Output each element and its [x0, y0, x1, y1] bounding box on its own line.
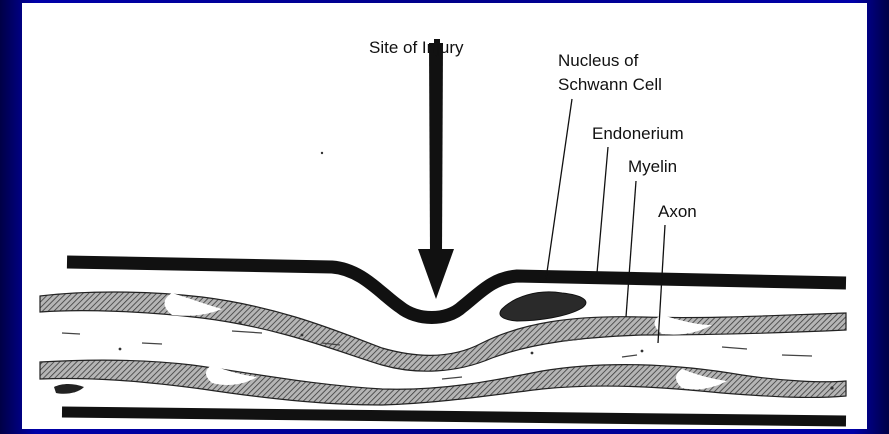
label-site-of-injury: Site of Injury: [369, 38, 464, 57]
label-nucleus-line1: Nucleus of: [558, 51, 639, 70]
label-endonerium: Endonerium: [592, 124, 684, 143]
nerve-injury-diagram: Site of Injury Nucleus of Schwann Cell E…: [22, 3, 867, 429]
label-axon: Axon: [658, 202, 697, 221]
label-myelin: Myelin: [628, 157, 677, 176]
label-nucleus-line2: Schwann Cell: [558, 75, 662, 94]
